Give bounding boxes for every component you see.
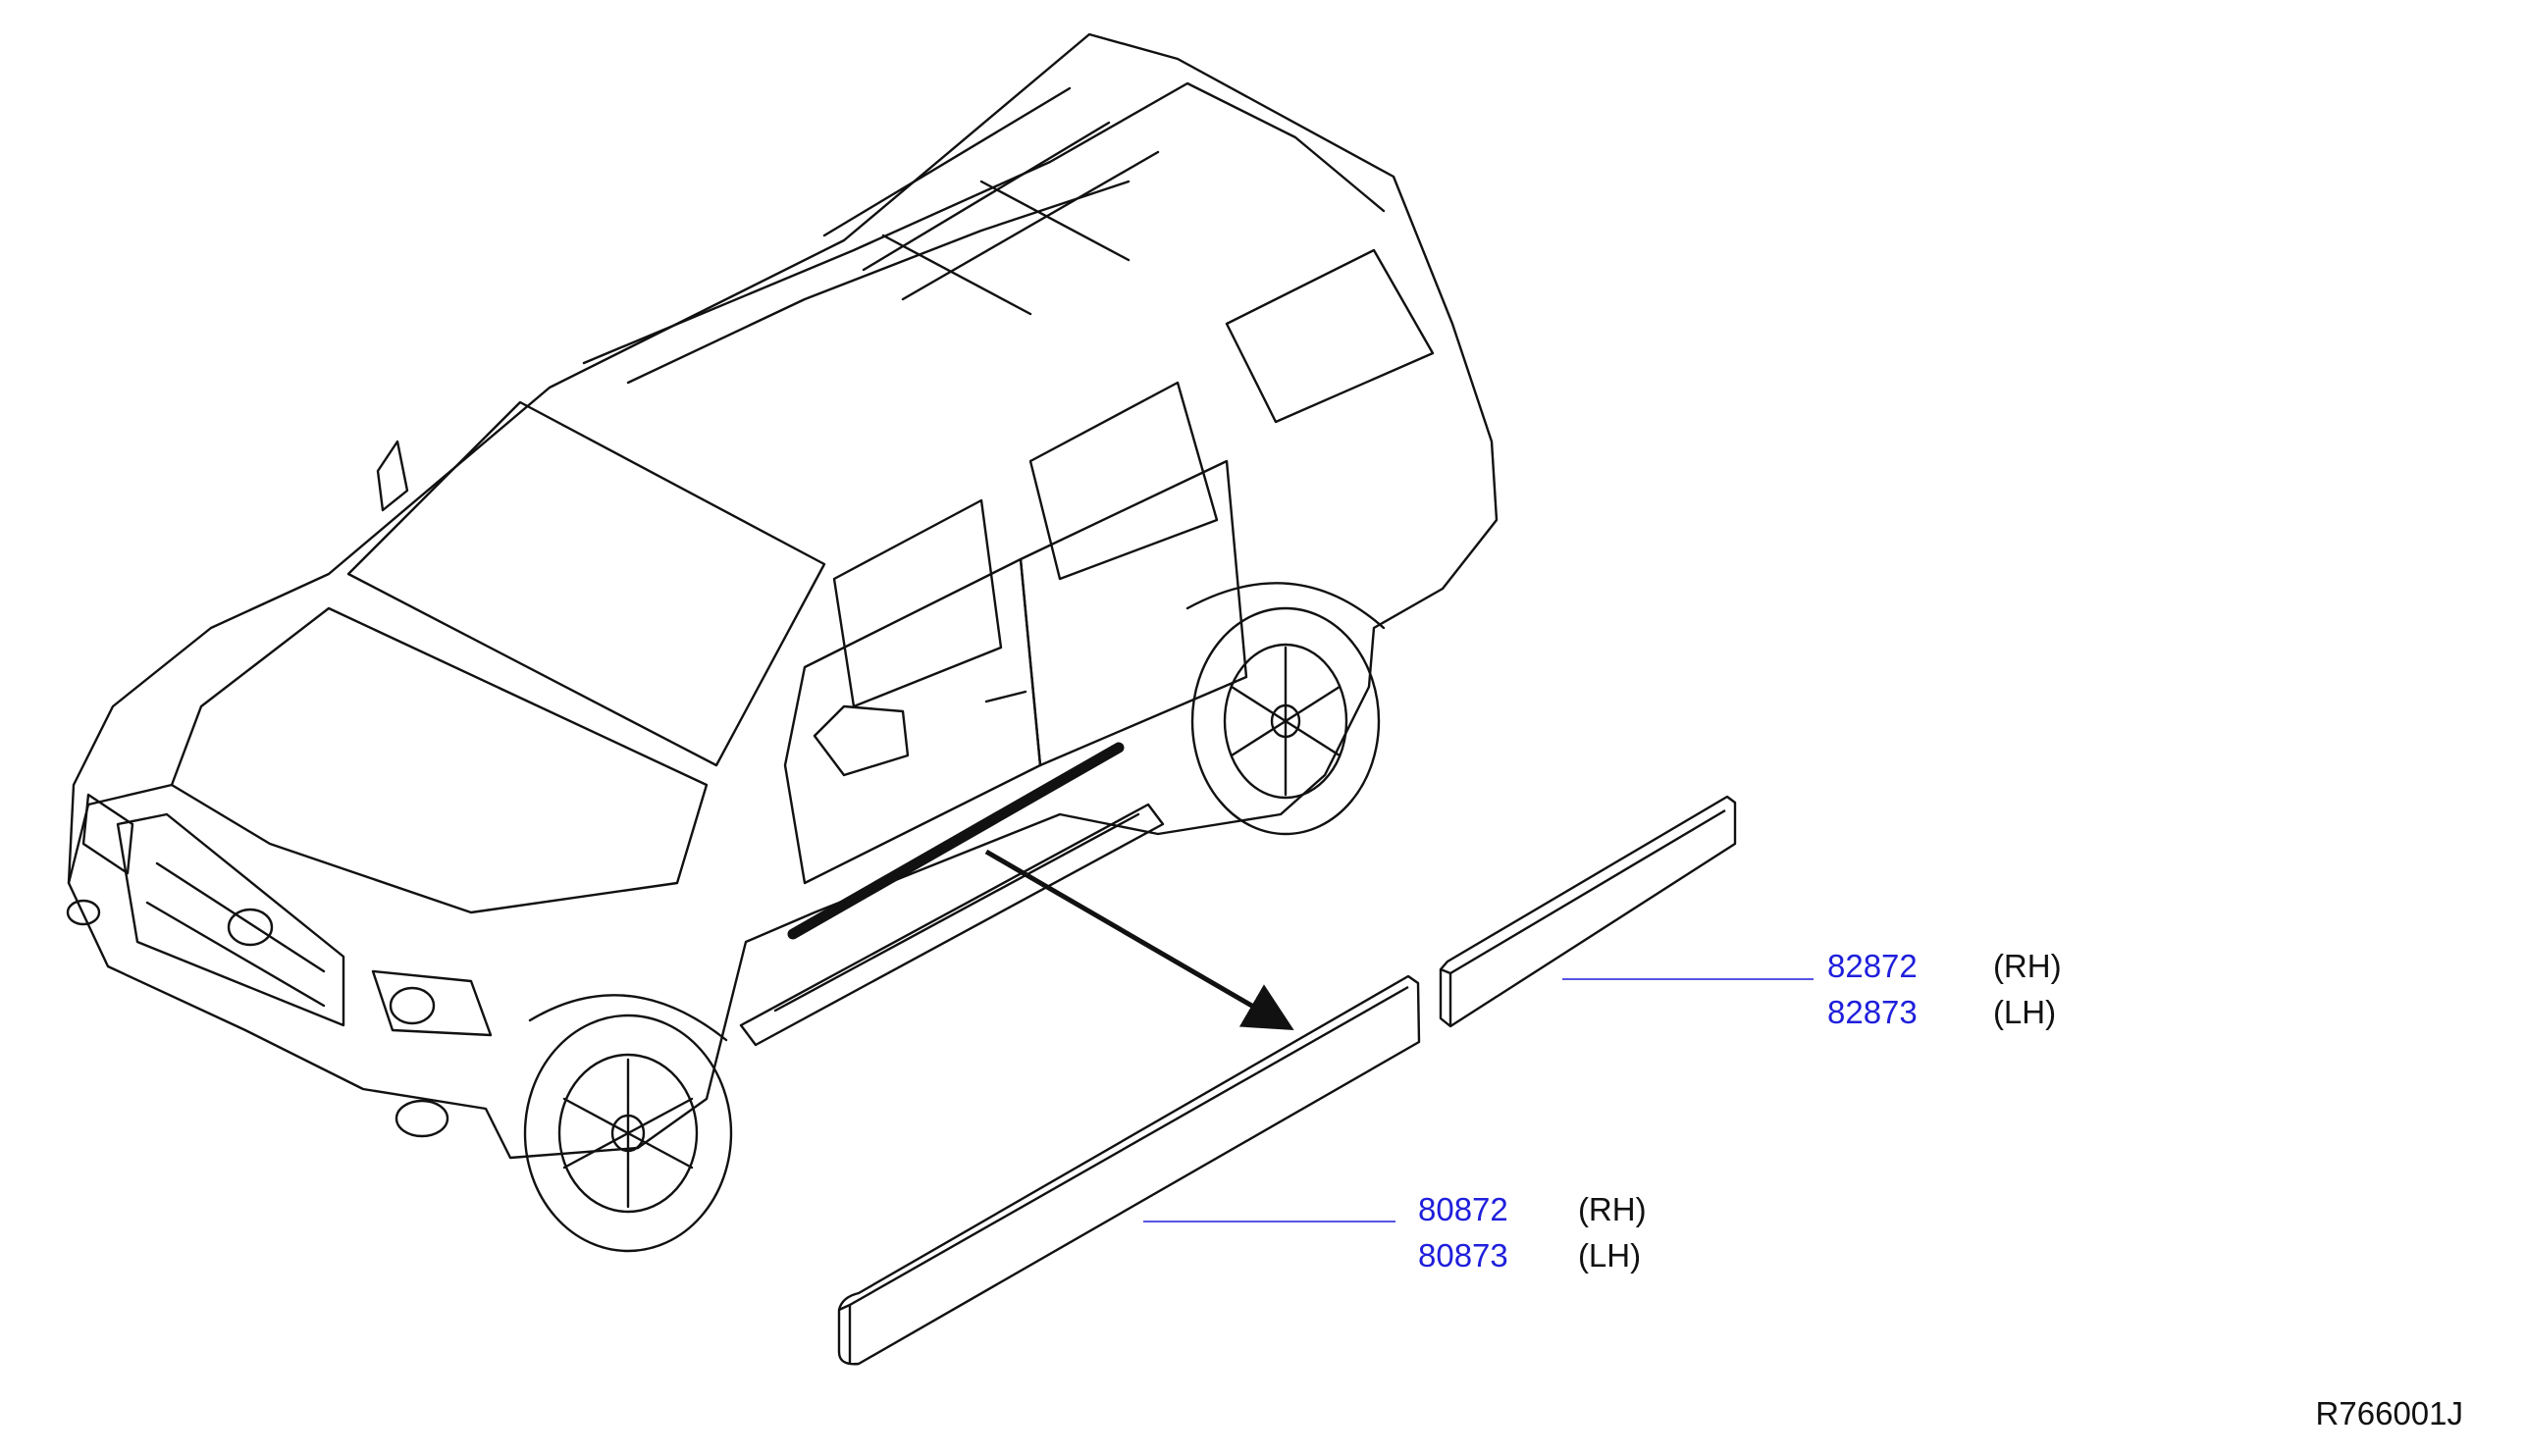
callout-82873: 82873 (LH) (1827, 993, 2056, 1032)
part-number-link[interactable]: 82872 (1827, 948, 1918, 984)
front-door-moulding-part[interactable] (837, 974, 1421, 1366)
side-label: (LH) (1992, 994, 2057, 1030)
side-label: (RH) (1992, 948, 2062, 984)
part-number-link[interactable]: 80873 (1418, 1237, 1508, 1274)
door-moulding-highlight (787, 742, 1125, 940)
pointer-arrow (984, 849, 1294, 1031)
callout-80873: 80873 (LH) (1418, 1236, 1641, 1275)
part-number-link[interactable]: 80872 (1418, 1191, 1508, 1227)
side-label: (RH) (1577, 1191, 1647, 1227)
vehicle-illustration (66, 32, 1499, 1253)
diagram-reference-code: R766001J (2315, 1395, 2463, 1431)
callout-80872: 80872 (RH) (1418, 1190, 1647, 1229)
callout-82872: 82872 (RH) (1827, 947, 2062, 986)
rear-door-moulding-part[interactable] (1439, 795, 1737, 1028)
part-number-link[interactable]: 82873 (1827, 994, 1918, 1030)
side-label: (LH) (1577, 1237, 1642, 1274)
